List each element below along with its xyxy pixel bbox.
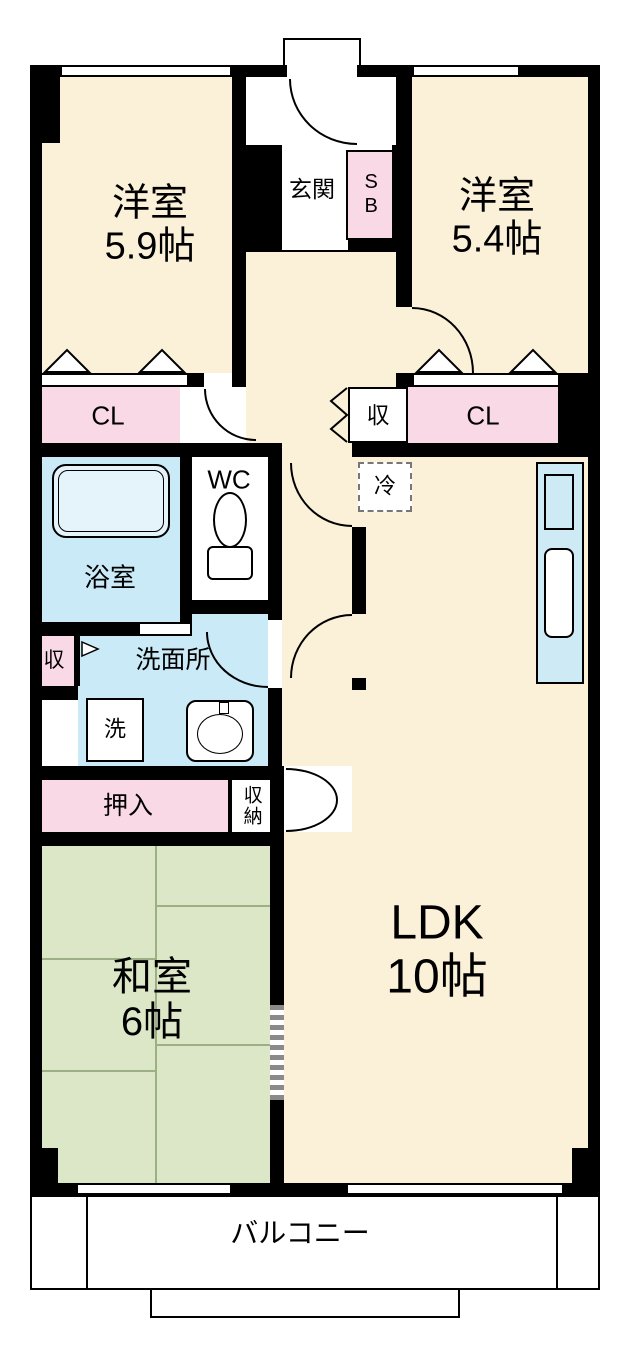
wall — [180, 600, 268, 614]
wall — [588, 65, 600, 1195]
wall — [30, 1148, 58, 1195]
wall — [232, 77, 246, 387]
wall — [246, 145, 282, 241]
kitchen-cooktop-icon — [544, 474, 574, 530]
wall — [348, 238, 406, 252]
label-room2-name: 洋室 — [458, 175, 536, 218]
wall — [74, 636, 80, 686]
toilet-tank-icon — [207, 546, 253, 580]
label-fridge: 冷 — [373, 473, 397, 499]
label-closet-left: CL — [91, 400, 125, 431]
oshiire-closet — [42, 780, 228, 832]
wall — [270, 766, 284, 1183]
shoe-box — [346, 150, 394, 240]
door-swing-mark-icon — [81, 640, 100, 658]
label-storage-mid: 収 — [366, 402, 390, 429]
label-ldk: LDK 10帖 — [386, 896, 487, 1004]
wall — [268, 688, 282, 766]
bifold-door — [42, 373, 187, 387]
bifold-door-icon — [42, 348, 187, 373]
label-bath: 浴室 — [83, 562, 137, 593]
label-washer: 洗 — [103, 716, 127, 742]
bath-folding-door — [140, 622, 190, 636]
label-room2-size: 5.4帖 — [451, 218, 543, 260]
label-oshiire: 押入 — [102, 792, 154, 820]
wall — [30, 832, 284, 846]
wall — [558, 373, 600, 443]
wall — [572, 1148, 600, 1195]
label-shunou: 収納 — [240, 785, 262, 827]
bifold-mark-icon — [329, 387, 348, 443]
entrance-opening — [287, 65, 357, 77]
closet-left — [42, 387, 180, 443]
label-ldk-name: LDK — [390, 896, 484, 950]
wall — [352, 527, 366, 614]
wall — [396, 373, 414, 387]
wall — [30, 766, 284, 780]
storage-mid-box — [348, 387, 408, 443]
label-washitsu-name: 和室 — [112, 955, 192, 1000]
wall — [180, 457, 192, 622]
window — [62, 65, 230, 77]
room-western-5-9 — [42, 77, 232, 373]
wall — [30, 686, 78, 700]
label-genkan: 玄関 — [289, 176, 335, 203]
wall — [246, 238, 282, 252]
wall — [30, 443, 282, 457]
bifold-door — [414, 373, 558, 387]
label-room1-size: 5.9帖 — [104, 225, 196, 267]
wall — [268, 443, 282, 620]
toilet-bowl-icon — [213, 492, 247, 548]
label-washroom: 洗面所 — [135, 646, 211, 674]
wall — [228, 780, 232, 832]
tatami-line — [157, 905, 270, 907]
door-arc-room1 — [204, 389, 256, 441]
closet-right — [408, 387, 558, 443]
label-washitsu: 和室 6帖 — [112, 955, 192, 1045]
balcony-divider — [556, 1197, 558, 1288]
bathtub-inner-icon — [58, 470, 164, 532]
wall — [352, 443, 600, 457]
wall — [30, 65, 60, 143]
balcony-divider — [86, 1197, 88, 1288]
fridge-space — [358, 462, 412, 512]
label-storage-small: 収 — [43, 649, 65, 673]
label-washitsu-size: 6帖 — [120, 1000, 184, 1044]
label-ldk-size: 10帖 — [386, 950, 488, 1003]
label-room2: 洋室 5.4帖 — [452, 175, 543, 260]
tatami-line — [157, 1044, 270, 1046]
wall — [396, 77, 412, 307]
shunou-closet — [232, 780, 270, 832]
vanity-tap-icon — [219, 702, 229, 714]
label-room1-name: 洋室 — [111, 182, 189, 225]
label-shoe-box: SB — [360, 171, 383, 219]
window — [78, 1183, 230, 1195]
tatami-line — [155, 846, 157, 1183]
label-closet-right: CL — [466, 400, 500, 431]
window — [348, 1183, 562, 1195]
entrance-porch — [283, 38, 361, 67]
entrance-door-arc — [289, 79, 357, 145]
sliding-door — [270, 1005, 284, 1100]
kitchen-sink-icon — [544, 548, 574, 638]
label-wc: WC — [207, 464, 251, 495]
wall — [352, 678, 366, 690]
label-balcony: バルコニー — [230, 1217, 370, 1249]
label-room1: 洋室 5.9帖 — [105, 182, 196, 267]
genkan-step-line — [282, 250, 348, 252]
tatami-line — [42, 958, 155, 960]
tatami-line — [42, 1070, 155, 1072]
balcony-step — [150, 1288, 460, 1318]
wall — [187, 373, 204, 387]
window — [414, 65, 518, 77]
vanity-bowl-icon — [197, 714, 243, 754]
washer-box — [86, 698, 144, 762]
bathtub-icon — [52, 464, 170, 538]
